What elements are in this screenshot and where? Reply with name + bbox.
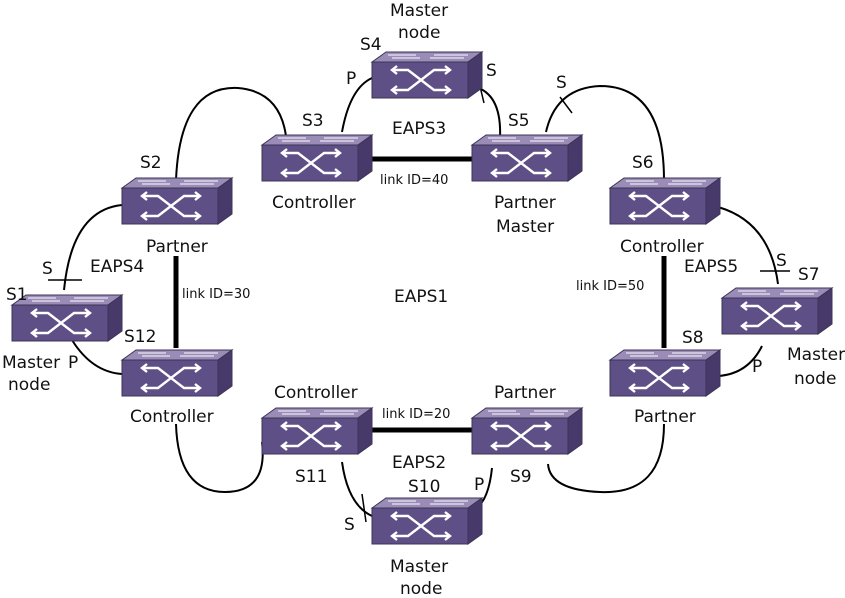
block-mark-s10 (361, 493, 367, 523)
switch-icon-s11 (260, 406, 374, 456)
link-s5-s6 (545, 84, 665, 181)
link-s2-s1 (63, 204, 123, 291)
role-label-s1-line2: node (8, 375, 50, 395)
role-label-s11: Controller (274, 383, 358, 403)
role-label-s4-line1: Master (390, 1, 448, 21)
link-s2-s3 (175, 86, 288, 181)
switch-label-s6: S6 (632, 153, 654, 173)
role-label-s5-line1: Partner (494, 193, 556, 213)
ring-labels: EAPS1 EAPS2 EAPS3 EAPS4 EAPS5 (90, 119, 738, 473)
role-label-s3: Controller (272, 193, 356, 213)
switch-label-s5: S5 (508, 111, 530, 131)
port-label-s1-primary: P (68, 353, 78, 373)
port-label-s5-secondary: S (556, 73, 567, 93)
ring-label-eaps1: EAPS1 (394, 287, 448, 307)
switch-label-s7: S7 (798, 265, 820, 285)
port-label-s7-secondary: S (776, 251, 787, 271)
ring-label-eaps3: EAPS3 (392, 119, 446, 139)
ring-links (63, 77, 779, 517)
switch-icon-s6 (608, 176, 722, 226)
role-label-s2: Partner (146, 237, 208, 257)
switch-icon-s9 (470, 406, 584, 456)
switch-name-labels: S1 S2 S3 S4 S5 S6 S7 S8 S9 S10 S11 S12 (6, 35, 820, 497)
switch-icon-s8 (608, 348, 722, 398)
shared-link-label-30: link ID=30 (182, 287, 250, 302)
port-label-s4-secondary: S (486, 61, 497, 81)
role-label-s10-line2: node (400, 579, 442, 598)
switch-label-s9: S9 (510, 467, 532, 487)
block-mark-s5 (559, 96, 573, 114)
switch-icon-s7 (720, 286, 834, 336)
link-s4-s5 (471, 85, 502, 139)
blocked-port-marks (48, 77, 790, 523)
switch-icon-s4 (370, 50, 484, 100)
switch-icon-s2 (120, 176, 234, 226)
link-s10-s11 (341, 461, 373, 517)
port-labels: S P P S S S P S P (42, 61, 787, 535)
port-label-s10-primary: P (474, 475, 484, 495)
shared-link-labels: link ID=40 link ID=30 link ID=50 link ID… (182, 173, 644, 422)
role-label-s12: Controller (130, 407, 214, 427)
switch-icon-s1 (10, 293, 124, 343)
switch-icon-s10 (370, 496, 484, 546)
port-label-s4-primary: P (346, 69, 356, 89)
switch-label-s2: S2 (140, 153, 162, 173)
role-label-s8: Partner (634, 407, 696, 427)
role-label-s1-line1: Master (2, 353, 60, 373)
switch-label-s8: S8 (682, 328, 704, 348)
link-s7-s8 (717, 345, 763, 377)
link-s3-s4 (341, 77, 373, 133)
role-label-s5-line2: Master (496, 217, 554, 237)
role-label-s4-line2: node (398, 23, 440, 43)
ring-label-eaps2: EAPS2 (392, 453, 446, 473)
ring-label-eaps5: EAPS5 (684, 257, 738, 277)
ring-label-eaps4: EAPS4 (90, 257, 144, 277)
switch-label-s3: S3 (302, 111, 324, 131)
shared-link-label-20: link ID=20 (382, 407, 450, 422)
shared-link-label-50: link ID=50 (576, 279, 644, 294)
switch-icon-s3 (260, 133, 374, 183)
port-label-s10-secondary: S (344, 515, 355, 535)
role-label-s7-line2: node (794, 369, 836, 389)
switch-icon-s12 (120, 348, 234, 398)
link-s8-s9 (547, 423, 665, 494)
port-label-s7-primary: P (752, 357, 762, 377)
shared-links (173, 156, 667, 433)
shared-link-label-40: link ID=40 (380, 173, 448, 188)
role-label-s9: Partner (494, 383, 556, 403)
role-label-s7-line1: Master (787, 345, 845, 365)
link-s11-s12 (175, 423, 264, 494)
switch-label-s11: S11 (295, 467, 327, 487)
switch-label-s12: S12 (124, 327, 156, 347)
switch-label-s4: S4 (360, 35, 382, 55)
link-s1-s12 (71, 339, 123, 375)
role-label-s6: Controller (620, 237, 704, 257)
switch-icon-s5 (470, 133, 584, 183)
switch-label-s1: S1 (6, 285, 28, 305)
switch-label-s10: S10 (408, 477, 440, 497)
role-label-s10-line1: Master (390, 557, 448, 577)
port-label-s1-secondary: S (42, 259, 53, 279)
